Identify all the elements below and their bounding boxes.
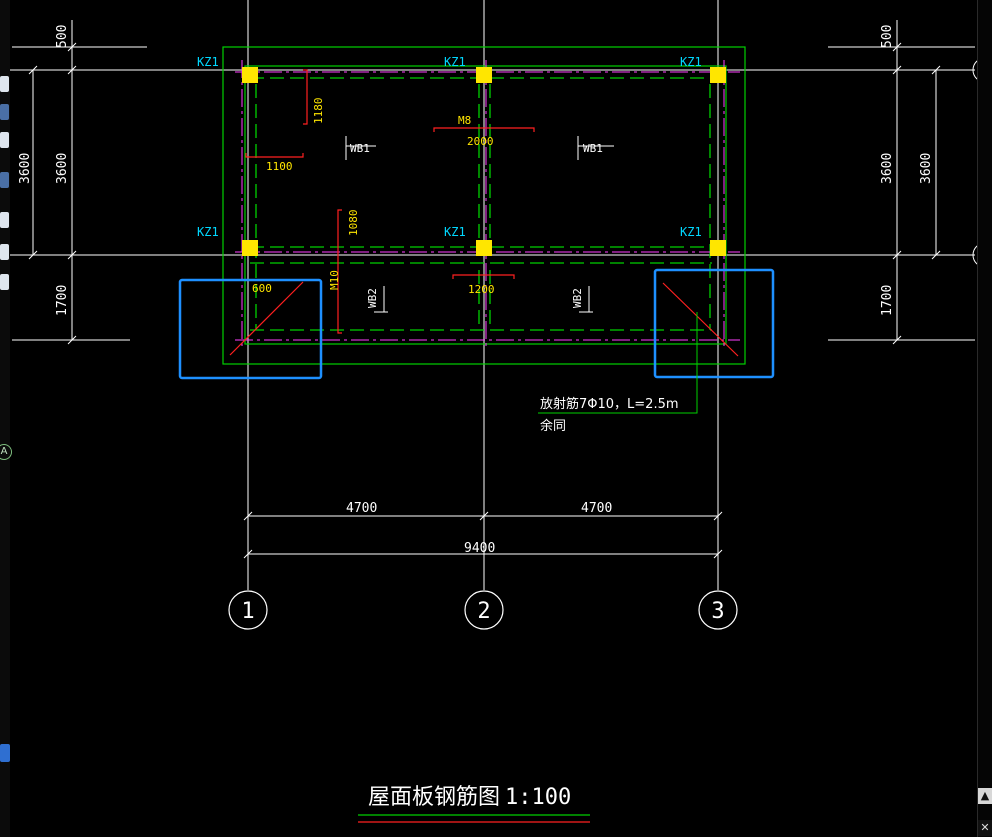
axis-label: 2: [477, 599, 490, 624]
columns: [242, 67, 726, 256]
drawing-title: 屋面板钢筋图: [368, 785, 500, 810]
rebar-length: 1080: [347, 210, 360, 237]
slab-label: WB1: [350, 142, 370, 155]
highlight-box-left: [178, 278, 323, 380]
rebar-note: 放射筋7Φ10，L=2.5m 余同: [540, 396, 679, 434]
slab-label: WB2: [571, 288, 584, 308]
column-label: KZ1: [197, 55, 219, 69]
dim-left: 500: [55, 25, 70, 48]
tool-icon[interactable]: [0, 274, 9, 290]
note-leader: [538, 312, 698, 414]
column-kz1: [242, 240, 258, 256]
column-label: KZ1: [444, 55, 466, 69]
column-label: KZ1: [197, 225, 219, 239]
tool-icon[interactable]: [0, 172, 9, 188]
vertical-scrollbar[interactable]: ▲ ✕: [977, 0, 992, 837]
beam-label-m8: M8: [458, 114, 471, 127]
column-label: KZ1: [680, 225, 702, 239]
dim-bottom: 4700: [346, 501, 377, 516]
rebar-lines: [229, 69, 739, 357]
tool-icon[interactable]: [0, 132, 9, 148]
column-kz1: [710, 240, 726, 256]
rebar-lengths: 1180 1100 2000 1080 1200 600: [252, 98, 495, 297]
axis-bubbles: [228, 590, 738, 630]
rebar-length: 2000: [467, 135, 494, 148]
dim-total: 9400: [464, 541, 495, 556]
highlight-box-right: [653, 268, 775, 379]
column-kz1: [242, 67, 258, 83]
left-toolbar: A: [0, 0, 12, 837]
dim-left: 3600: [55, 153, 70, 184]
column-kz1: [476, 240, 492, 256]
dim-bottom: 4700: [581, 501, 612, 516]
viewcube-a-icon[interactable]: A: [0, 444, 12, 460]
dim-left: 1700: [55, 285, 70, 316]
beam-label-m10: M10: [328, 270, 341, 290]
rebar-length: 600: [252, 282, 272, 295]
column-labels: KZ1 KZ1 KZ1 KZ1 KZ1 KZ1: [197, 55, 702, 239]
slab-label: WB1: [583, 142, 603, 155]
dimension-texts: 500 3600 1700 3600 500 3600 1700 3600 47…: [18, 25, 934, 556]
viewcube-icon[interactable]: [0, 744, 10, 762]
center-lines: [235, 60, 740, 350]
dim-right: 1700: [880, 285, 895, 316]
close-icon[interactable]: ✕: [978, 820, 992, 836]
tool-icon[interactable]: [0, 244, 9, 260]
grid-lines: [10, 0, 975, 590]
note-line: 放射筋7Φ10，L=2.5m: [540, 396, 679, 412]
tool-icon[interactable]: [0, 76, 9, 92]
column-label: KZ1: [444, 225, 466, 239]
slab-label: WB2: [366, 288, 379, 308]
axis-numbers: 1 2 3: [241, 599, 724, 624]
column-kz1: [710, 67, 726, 83]
rebar-length: 1100: [266, 160, 293, 173]
axis-label: 1: [241, 599, 254, 624]
slab-arrows: [345, 136, 614, 313]
tool-icon[interactable]: [0, 212, 9, 228]
scroll-up-button[interactable]: ▲: [978, 788, 992, 804]
right-dimensions: [892, 20, 941, 345]
drawing-scale: 1:100: [505, 785, 571, 810]
rebar-length: 1180: [312, 98, 325, 125]
dim-right-outer: 3600: [919, 153, 934, 184]
beam-labels: M8 M10: [328, 114, 471, 290]
axis-label: 3: [711, 599, 724, 624]
dim-right: 3600: [880, 153, 895, 184]
slab-labels: WB1 WB1 WB2 WB2: [350, 142, 603, 308]
drawing-title-block: 屋面板钢筋图 1:100: [358, 785, 590, 823]
dim-left-outer: 3600: [18, 153, 33, 184]
left-dimensions: [28, 20, 77, 345]
dim-right: 500: [880, 25, 895, 48]
rebar-length: 1200: [468, 283, 495, 296]
note-line: 余同: [540, 418, 566, 434]
bottom-dimensions: [243, 511, 723, 559]
tool-icon[interactable]: [0, 104, 9, 120]
column-kz1: [476, 67, 492, 83]
highlight-boxes: [178, 268, 775, 380]
column-label: KZ1: [680, 55, 702, 69]
